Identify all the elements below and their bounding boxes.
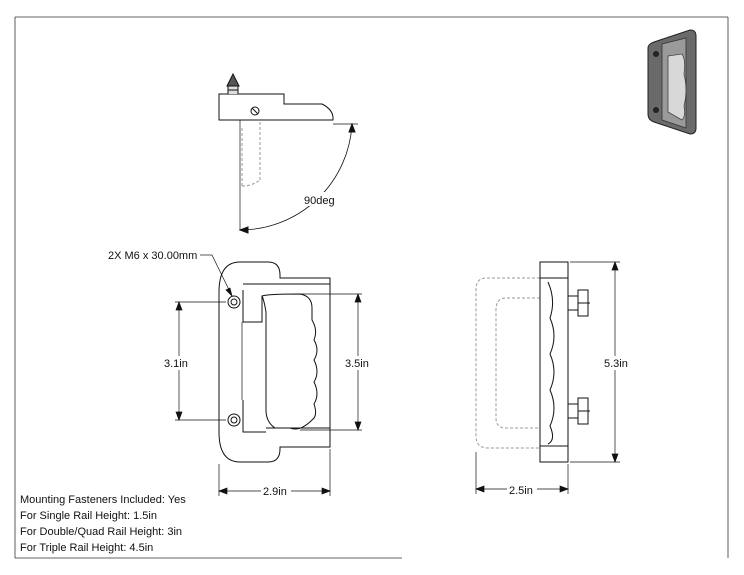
rotation-label: 90deg (304, 195, 335, 207)
overall-height-label: 5.3in (604, 358, 628, 370)
fastener-leader (200, 254, 233, 298)
title-block-notes: Mounting Fasteners Included: Yes For Sin… (20, 492, 186, 556)
triple-rail-note: For Triple Rail Height: 4.5in (20, 542, 154, 554)
isometric-preview (647, 29, 697, 135)
depth-label-bg (507, 483, 537, 496)
fastener-callout: 2X M6 x 30.00mm (108, 250, 197, 262)
fasteners-note: Mounting Fasteners Included: Yes (20, 494, 186, 506)
sheet-border (14, 16, 729, 559)
front-view (218, 261, 331, 463)
side-view (475, 261, 590, 463)
double-quad-rail-note: For Double/Quad Rail Height: 3in (20, 526, 183, 538)
hole-spacing-label: 3.1in (164, 358, 188, 370)
single-rail-note: For Single Rail Height: 1.5in (20, 510, 157, 522)
width-label-bg (261, 484, 291, 498)
top-view (218, 72, 358, 234)
hole-spacing-label-bg (163, 356, 191, 370)
grip-height-label: 3.5in (345, 358, 369, 370)
grip-height-label-bg (343, 356, 373, 370)
depth-label: 2.5in (509, 485, 533, 497)
overall-height-label-bg (602, 356, 632, 370)
rotation-label-bg (303, 192, 339, 206)
width-label: 2.9in (263, 486, 287, 498)
